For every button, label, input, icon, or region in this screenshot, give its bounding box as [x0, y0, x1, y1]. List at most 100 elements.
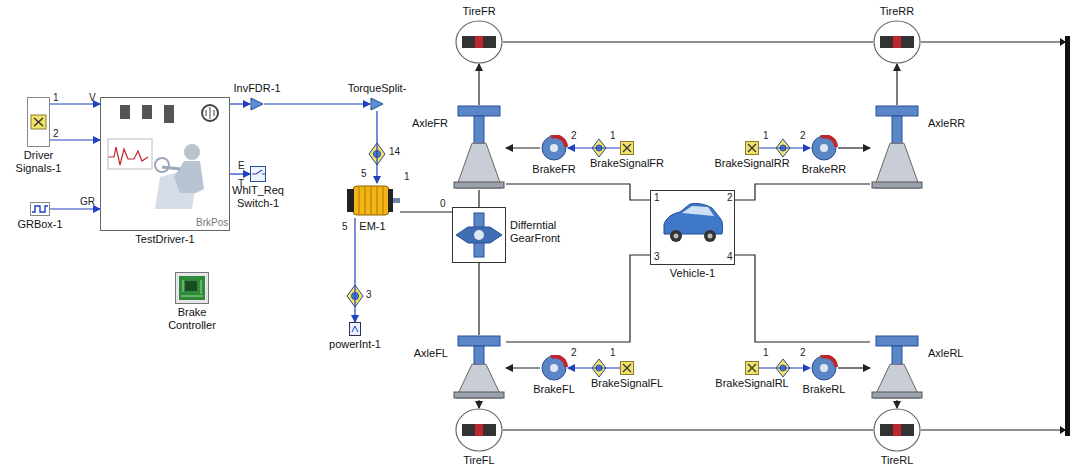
port-number: 1 — [404, 171, 410, 183]
signal-source-icon — [620, 141, 634, 155]
mechanical-line — [506, 255, 650, 342]
block-name: BrakeFL — [533, 383, 575, 396]
block-name: Vehicle-1 — [670, 267, 715, 280]
electric-motor-icon — [345, 183, 400, 218]
signal-source: Driver Signals-1 — [27, 97, 50, 147]
block-name: AxleFL — [414, 347, 448, 360]
block-name: TireFL — [463, 454, 494, 467]
axle-icon — [452, 335, 506, 400]
signal-source-icon — [27, 97, 50, 147]
signal-line — [230, 103, 250, 104]
brake: BrakeRL — [810, 355, 838, 381]
mechanical-line — [735, 184, 870, 200]
driver-block: TestDriver-1 — [100, 97, 230, 231]
tire-icon — [873, 408, 921, 452]
mechanical-line — [838, 147, 870, 148]
port-number: 1 — [763, 347, 769, 359]
signal-line — [759, 367, 810, 368]
brake-disc-icon — [810, 135, 838, 161]
port-number: V — [89, 92, 96, 104]
block-name: GRBox-1 — [17, 218, 62, 231]
brake: BrakeFL — [540, 355, 568, 381]
axle: AxleFL — [452, 335, 506, 400]
signal-line — [759, 147, 810, 148]
signal-source: BrakeSignalRL — [745, 361, 759, 375]
signal-source: BrakeSignalRR — [745, 141, 759, 155]
signal-line — [50, 139, 100, 140]
differential-icon — [452, 207, 506, 263]
brake-disc-icon — [810, 355, 838, 381]
signal-source-icon — [620, 361, 634, 375]
square-wave-icon — [30, 202, 50, 216]
vehicle-icon — [650, 190, 735, 265]
block-name: TireRR — [880, 5, 914, 18]
integrator-block: powerInt-1 — [349, 322, 361, 336]
mechanical-line — [478, 400, 479, 408]
test-driver-icon — [100, 97, 230, 231]
port-number: 3 — [654, 251, 660, 263]
block-name: BrakeFR — [532, 163, 575, 176]
axle: AxleRR — [870, 105, 924, 190]
port-number: 5 — [361, 168, 367, 180]
block-name: TireRL — [881, 454, 914, 467]
controller-board-icon — [175, 272, 209, 304]
signal-line — [230, 173, 250, 174]
port-number: T — [238, 178, 244, 190]
tire-icon — [873, 20, 921, 64]
tire: TireRR — [873, 20, 921, 64]
unit-diamonds — [347, 139, 790, 377]
signal-name: BrkPos — [196, 217, 228, 229]
block-name: Brake Controller — [160, 306, 224, 332]
axle-icon — [870, 105, 924, 190]
block-name: Driver Signals-1 — [8, 149, 70, 175]
signal-line — [50, 208, 100, 209]
port-number: 4 — [727, 251, 733, 263]
axle-icon — [870, 335, 924, 400]
signal-source: GRBox-1 — [30, 202, 50, 216]
port-number: 2 — [571, 347, 577, 359]
electric-motor: EM-1 — [345, 183, 400, 218]
brake-disc-icon — [540, 135, 568, 161]
port-number: 1 — [610, 347, 616, 359]
block-name: Differntial GearFront — [510, 219, 582, 245]
signal-line — [568, 367, 620, 368]
gain-block: TorqueSplit- — [370, 97, 384, 111]
port-number: 2 — [53, 128, 59, 140]
tire: TireFL — [455, 408, 503, 452]
mechanical-line — [506, 184, 650, 200]
vehicle-body: Vehicle-1 — [650, 190, 735, 265]
signal-source-icon — [745, 141, 759, 155]
signal-line — [354, 218, 355, 322]
port-number: 1 — [763, 130, 769, 142]
tire-icon — [455, 20, 503, 64]
port-number: 1 — [654, 192, 660, 204]
mechanical-line — [478, 190, 479, 207]
gain-triangle — [370, 97, 384, 111]
gain-block: InvFDR-1 — [250, 97, 264, 111]
port-number: 2 — [727, 192, 733, 204]
port-number: 3 — [366, 289, 372, 301]
road-bar — [921, 36, 1070, 436]
block-name: AxleRR — [928, 117, 965, 130]
signal-line — [264, 103, 370, 104]
mechanical-line — [896, 400, 897, 408]
signal-line — [568, 147, 620, 148]
port-number: 0 — [440, 198, 446, 210]
block-name: powerInt-1 — [329, 338, 381, 351]
brake: BrakeRR — [810, 135, 838, 161]
block-name: BrakeRL — [803, 383, 846, 396]
block-name: TireFR — [462, 5, 495, 18]
axle: AxleRL — [870, 335, 924, 400]
tire: TireFR — [455, 20, 503, 64]
block-name: TestDriver-1 — [135, 233, 194, 246]
port-number: GR — [80, 196, 95, 208]
tire: TireRL — [873, 408, 921, 452]
block-name: BrakeSignalRL — [715, 377, 788, 390]
tire-icon — [455, 408, 503, 452]
mechanical-line — [896, 64, 897, 105]
block-name: BrakeRR — [802, 163, 847, 176]
switch-icon — [250, 166, 266, 182]
signal-source: BrakeSignalFR — [620, 141, 634, 155]
controller-block: Brake Controller — [175, 272, 209, 304]
